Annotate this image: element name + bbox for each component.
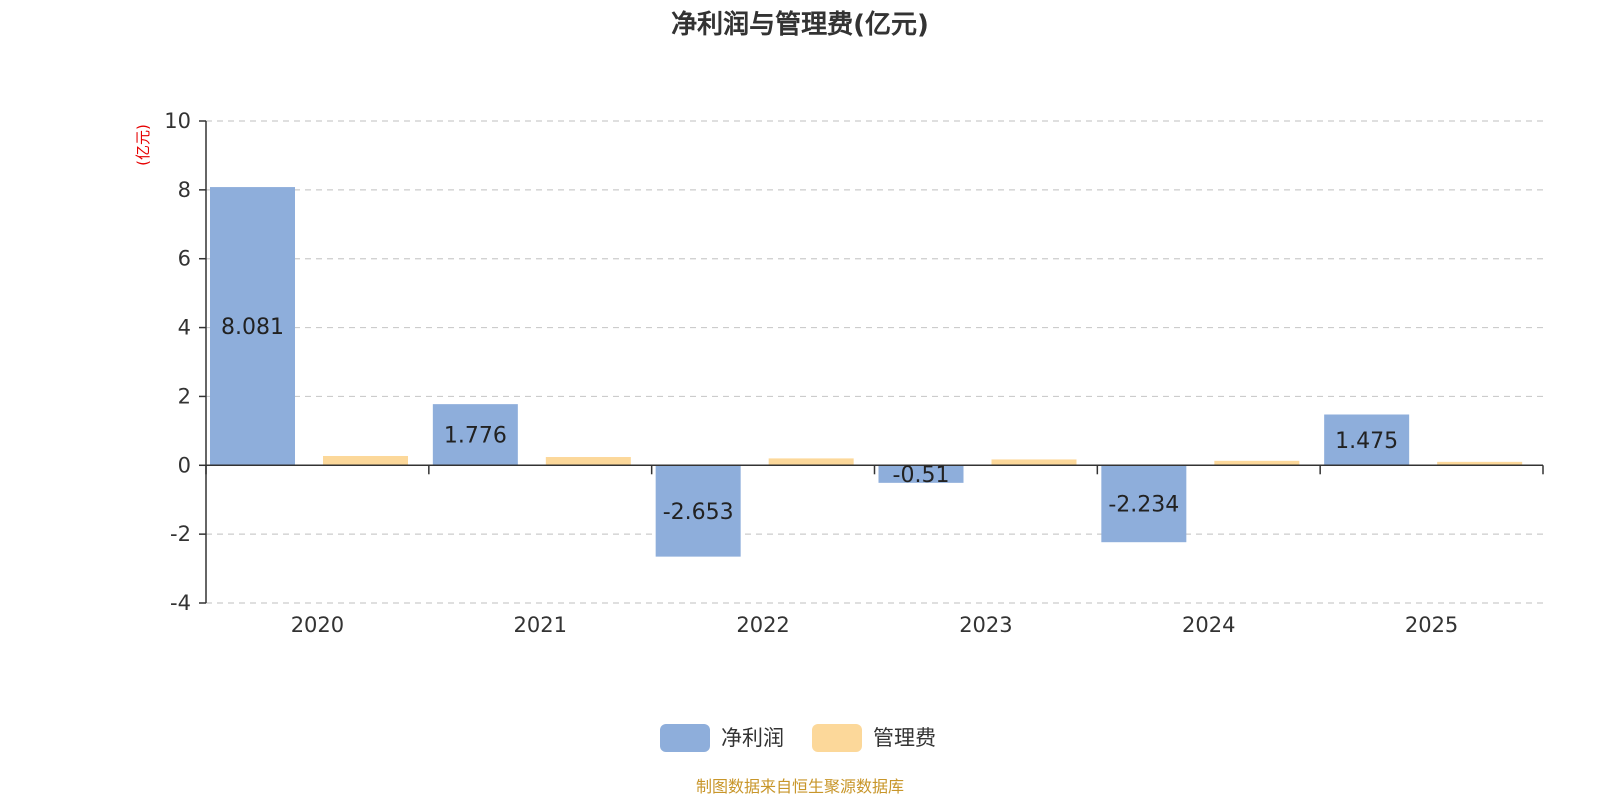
y-axis-tick-label: -4 bbox=[170, 591, 191, 615]
data-labels: 8.081 1.776 -2.653 -0.51 -2.234 1.475 bbox=[221, 315, 1398, 525]
data-label-net-profit-2021: 1.776 bbox=[444, 424, 507, 449]
legend-swatch-net-profit bbox=[660, 724, 710, 752]
legend-label-net-profit: 净利润 bbox=[721, 726, 784, 750]
y-axis-tick-label: 10 bbox=[164, 109, 191, 133]
bar-admin-expense-2021[interactable] bbox=[545, 457, 631, 466]
legend-swatch-admin-expense bbox=[812, 724, 862, 752]
bars bbox=[210, 187, 1523, 557]
y-axis-tick-label: 6 bbox=[178, 247, 191, 271]
bar-net-profit-2025[interactable] bbox=[1324, 414, 1410, 466]
x-axis-tick-label: 2021 bbox=[514, 613, 567, 637]
data-label-net-profit-2025: 1.475 bbox=[1335, 429, 1398, 454]
bar-admin-expense-2020[interactable] bbox=[323, 455, 408, 466]
data-label-net-profit-2023: -0.51 bbox=[893, 463, 950, 488]
x-axis-tick-label: 2025 bbox=[1405, 613, 1458, 637]
data-source-footer: 制图数据来自恒生聚源数据库 bbox=[696, 777, 904, 796]
legend[interactable]: 净利润 管理费 bbox=[660, 724, 936, 752]
legend-item-admin-expense[interactable]: 管理费 bbox=[812, 724, 936, 752]
legend-item-net-profit[interactable]: 净利润 bbox=[660, 724, 784, 752]
x-axis-tick-labels: 2020 2021 2022 2023 2024 2025 bbox=[291, 613, 1459, 637]
chart-title: 净利润与管理费(亿元) bbox=[671, 9, 929, 40]
data-label-net-profit-2020: 8.081 bbox=[221, 315, 284, 340]
bar-admin-expense-2025[interactable] bbox=[1437, 461, 1523, 466]
x-axis-tick-label: 2020 bbox=[291, 613, 344, 637]
bar-net-profit-2021[interactable] bbox=[432, 404, 518, 466]
bar-net-profit-2022[interactable] bbox=[655, 465, 741, 557]
axes bbox=[199, 120, 1544, 604]
y-axis-tick-label: 0 bbox=[178, 453, 191, 477]
y-axis-tick-label: 2 bbox=[178, 384, 191, 408]
x-axis-tick-label: 2023 bbox=[959, 613, 1012, 637]
bar-net-profit-2024[interactable] bbox=[1101, 465, 1187, 543]
y-axis-unit: (亿元) bbox=[134, 124, 152, 166]
data-label-net-profit-2024: -2.234 bbox=[1108, 493, 1179, 518]
bar-admin-expense-2024[interactable] bbox=[1214, 460, 1300, 466]
y-axis-tick-label: -2 bbox=[170, 522, 191, 546]
y-axis-tick-labels: 10 8 6 4 2 0 -2 -4 bbox=[164, 109, 191, 615]
y-axis-tick-label: 4 bbox=[178, 316, 191, 340]
x-axis-tick-label: 2022 bbox=[736, 613, 789, 637]
data-label-net-profit-2022: -2.653 bbox=[663, 500, 734, 525]
x-axis-tick-label: 2024 bbox=[1182, 613, 1235, 637]
bar-net-profit-2023[interactable] bbox=[878, 465, 964, 483]
y-axis-tick-label: 8 bbox=[178, 178, 191, 202]
bar-net-profit-2020[interactable] bbox=[210, 187, 295, 466]
legend-label-admin-expense: 管理费 bbox=[873, 726, 936, 750]
grid-lines bbox=[206, 120, 1543, 604]
bar-admin-expense-2023[interactable] bbox=[991, 459, 1077, 466]
bar-admin-expense-2022[interactable] bbox=[768, 458, 854, 466]
